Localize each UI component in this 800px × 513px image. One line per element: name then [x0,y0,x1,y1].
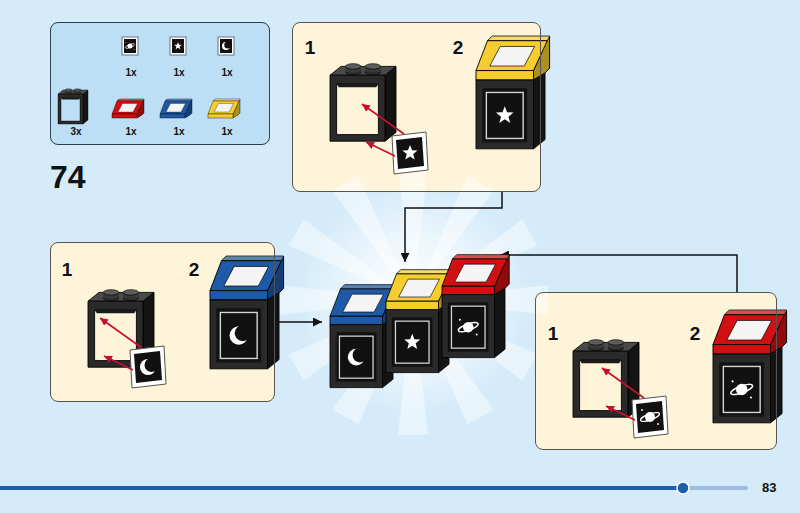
art-part [442,255,509,358]
step-number-main: 74 [50,161,86,193]
art-part [476,36,550,149]
art-part [713,310,787,423]
art-part [366,142,395,156]
parts-list-panel: 1x 1x 1x 3x 1x 1x 1x [50,22,270,145]
art-part [713,310,787,354]
art-part [208,99,240,118]
burst [278,165,548,435]
parts-panel-ground [50,22,270,145]
art-part [392,132,428,174]
art-part [392,318,432,366]
art-part [476,36,550,80]
step-panel: 12 [50,242,275,402]
art-part [210,256,284,369]
step-number: 1 [548,324,559,343]
step-panel: 12 [292,22,541,192]
step-number: 2 [690,324,701,343]
art-part [330,64,396,142]
part-count: 1x [173,68,184,78]
step-art-planet [573,310,787,438]
art-part [677,482,689,494]
art-part [122,37,138,55]
flow-arrow [500,255,737,292]
part-count: 1x [173,127,184,137]
art-part [298,185,528,415]
part-count: 1x [221,68,232,78]
part-count: 1x [125,68,136,78]
art-part [483,89,527,142]
progress-bar [0,482,746,494]
art-part [442,255,509,295]
art-part [573,340,639,418]
flow-arrow [405,192,502,262]
part-count: 1x [221,127,232,137]
art-part [0,486,683,490]
art-part [448,303,488,351]
assembled-model [330,255,509,388]
art-part [160,99,192,118]
part-count: 1x [125,127,136,137]
art-part [683,486,746,490]
art-part [217,309,261,362]
parts-list-art [58,37,240,124]
art-part [100,318,142,348]
step-art-star [330,36,550,174]
part-count: 3x [70,127,81,137]
art-part [104,356,133,370]
art-part [632,396,668,438]
step-number: 2 [189,260,200,279]
art-part [606,406,635,420]
art-part [362,104,404,134]
art-part [602,368,644,398]
step-panel: 12 [535,292,777,450]
art-part [720,363,764,416]
step-number: 1 [62,260,73,279]
step-art-moon [88,256,284,388]
flow-arrow [275,321,322,323]
art-part [130,346,166,388]
art-part [58,89,88,124]
art-part [112,99,144,118]
art-part [218,37,234,55]
art-part [336,333,376,381]
art-part [170,37,186,55]
step-number: 1 [305,38,316,57]
art-part [210,256,284,300]
page-number: 83 [762,481,776,494]
step-number: 2 [453,38,464,57]
